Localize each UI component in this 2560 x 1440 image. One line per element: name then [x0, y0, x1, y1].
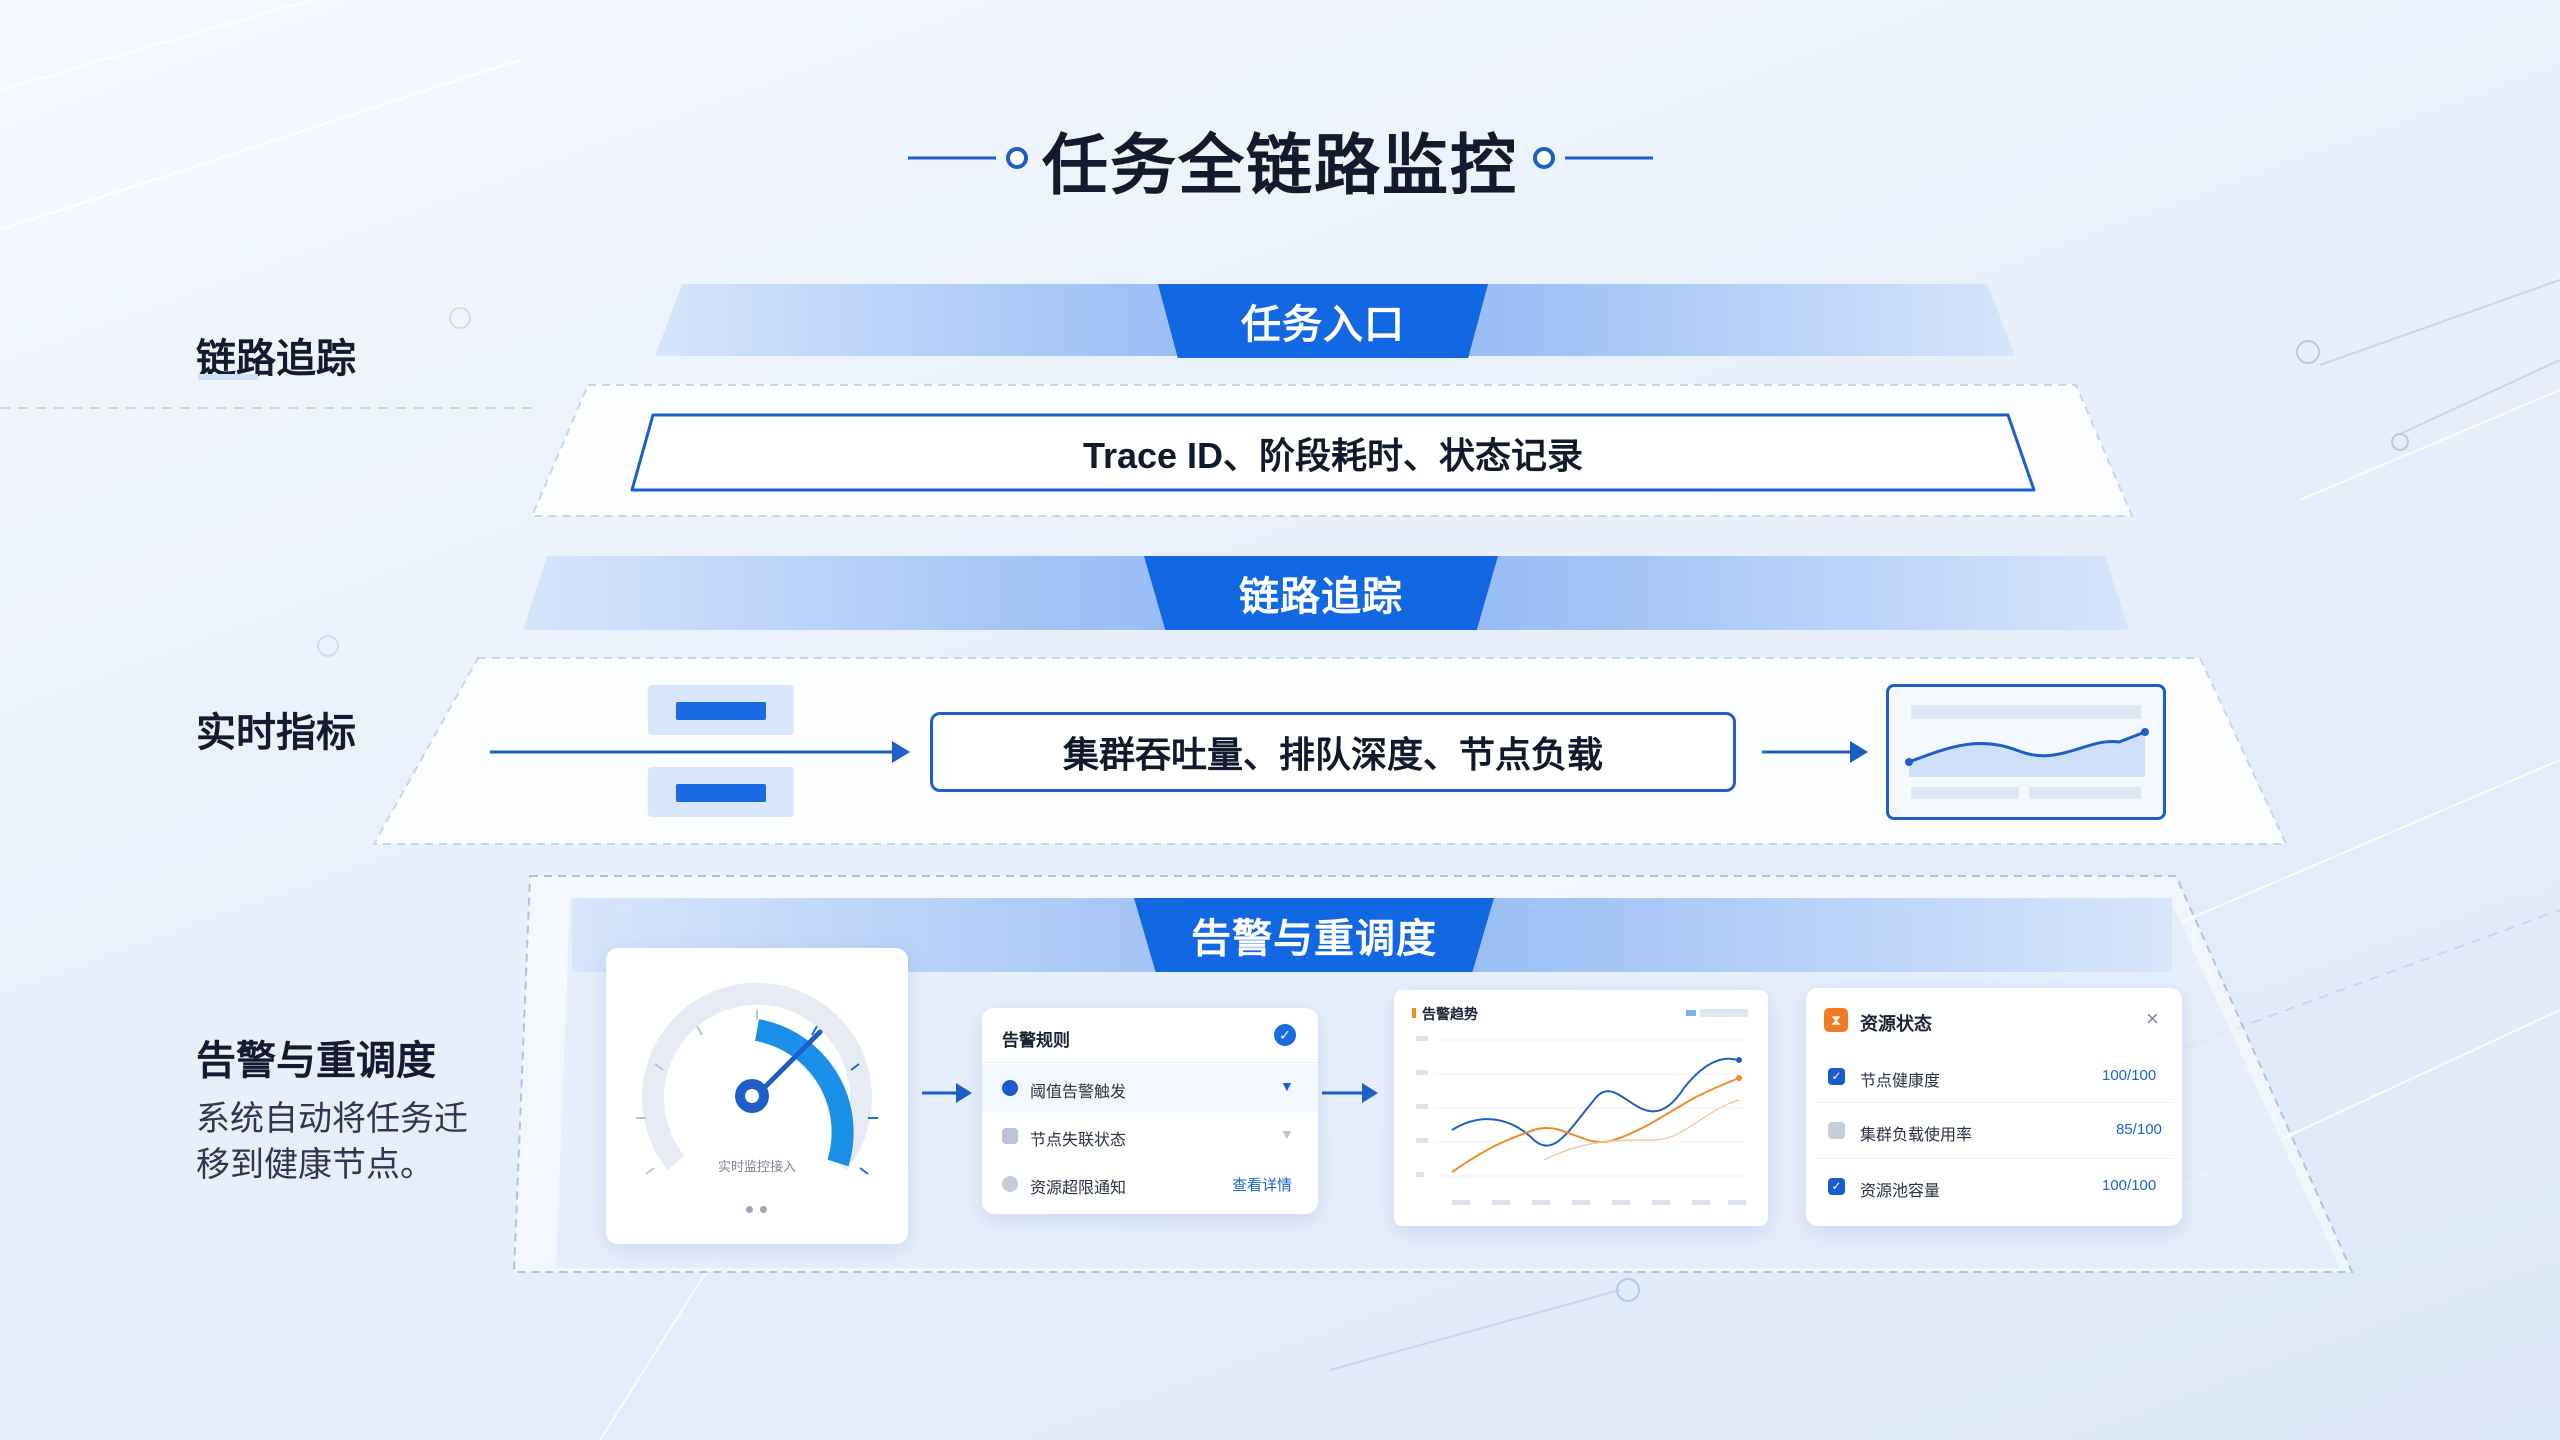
alert-rule-label: 节点失联状态 [1030, 1132, 1127, 1149]
legend-marker [1686, 1010, 1696, 1016]
resource-item-value: 100/100 [2102, 1177, 2157, 1194]
gauge-label: 实时监控接入 [717, 1159, 796, 1174]
metrics-info-box: 集群吞吐量、排队深度、节点负载 [930, 712, 1736, 792]
gauge-card: 实时监控接入 [606, 948, 908, 1244]
view-details-link[interactable]: 查看详情 [1232, 1177, 1293, 1194]
tab-entry[interactable]: 任务入口 [1158, 284, 1488, 358]
close-icon[interactable]: × [2146, 1006, 2159, 1031]
resource-item-value: 85/100 [2116, 1121, 2162, 1138]
alert-rule-item[interactable]: 资源超限通知 查看详情 [982, 1160, 1318, 1208]
alert-rule-label: 资源超限通知 [1030, 1180, 1127, 1197]
legend-text-placeholder [1700, 1009, 1748, 1017]
alert-rule-label: 阈值告警触发 [1030, 1084, 1127, 1101]
title-marker [1412, 1008, 1416, 1018]
tab-trace[interactable]: 链路追踪 [1144, 556, 1498, 630]
trend-chart [1416, 1036, 1746, 1205]
entry-info-box: Trace ID、阶段耗时、状态记录 [1082, 434, 1584, 476]
metrics-chart-thumbnail [1886, 684, 2166, 820]
alert-rules-card: 告警规则 ✓ 阈值告警触发 ▼ 节点失联状态 ▼ 资源超限通知 查看详情 [982, 1008, 1318, 1214]
tab-alert[interactable]: 告警与重调度 [1134, 898, 1494, 972]
chevron-down-icon[interactable]: ▼ [1280, 1126, 1294, 1142]
bell-icon [1002, 1176, 1018, 1192]
side-label-alert-desc: 系统自动将任务迁移到健康节点。 [196, 1100, 468, 1184]
metrics-source-chip-2 [648, 767, 794, 817]
alert-rules-title: 告警规则 [1002, 1031, 1070, 1050]
resource-item-label: 集群负载使用率 [1860, 1127, 1973, 1144]
gauge [636, 982, 878, 1175]
resource-item: ✓ 节点健康度 100/100 [1814, 1050, 2174, 1103]
checkbox-icon[interactable] [1828, 1122, 1845, 1139]
shield-icon [1002, 1080, 1018, 1096]
check-circle-icon: ✓ [1274, 1024, 1296, 1046]
resource-item: ✓ 资源池容量 100/100 [1814, 1158, 2174, 1214]
side-label-alert: 告警与重调度 [196, 1039, 436, 1083]
hourglass-icon: ⧗ [1824, 1008, 1848, 1032]
side-label-metrics: 实时指标 [196, 711, 356, 755]
side-label-tracing: 链路追踪 [196, 337, 356, 381]
trend-title: 告警趋势 [1422, 1006, 1478, 1022]
page-title: 任务全链路监控 [1042, 128, 1518, 202]
node-icon [1002, 1128, 1018, 1144]
resource-item-label: 节点健康度 [1860, 1073, 1941, 1090]
resource-status-title: 资源状态 [1860, 1014, 1932, 1034]
gauge-pager[interactable] [742, 1206, 772, 1214]
side-label-underline [198, 374, 258, 380]
resource-item: 集群负载使用率 85/100 [1814, 1102, 2174, 1159]
resource-item-value: 100/100 [2102, 1067, 2157, 1084]
checkbox-checked-icon[interactable]: ✓ [1828, 1178, 1845, 1195]
resource-status-card: ⧗ 资源状态 × ✓ 节点健康度 100/100 集群负载使用率 85/100 … [1806, 988, 2182, 1226]
metrics-source-chip-1 [648, 685, 794, 735]
alert-rule-item[interactable]: 节点失联状态 ▼ [982, 1112, 1318, 1160]
chevron-down-icon[interactable]: ▼ [1280, 1078, 1294, 1094]
checkbox-checked-icon[interactable]: ✓ [1828, 1068, 1845, 1085]
alert-trend-card: 告警趋势 [1394, 990, 1768, 1226]
alert-rule-item[interactable]: 阈值告警触发 ▼ [982, 1064, 1318, 1112]
resource-item-label: 资源池容量 [1860, 1183, 1941, 1200]
